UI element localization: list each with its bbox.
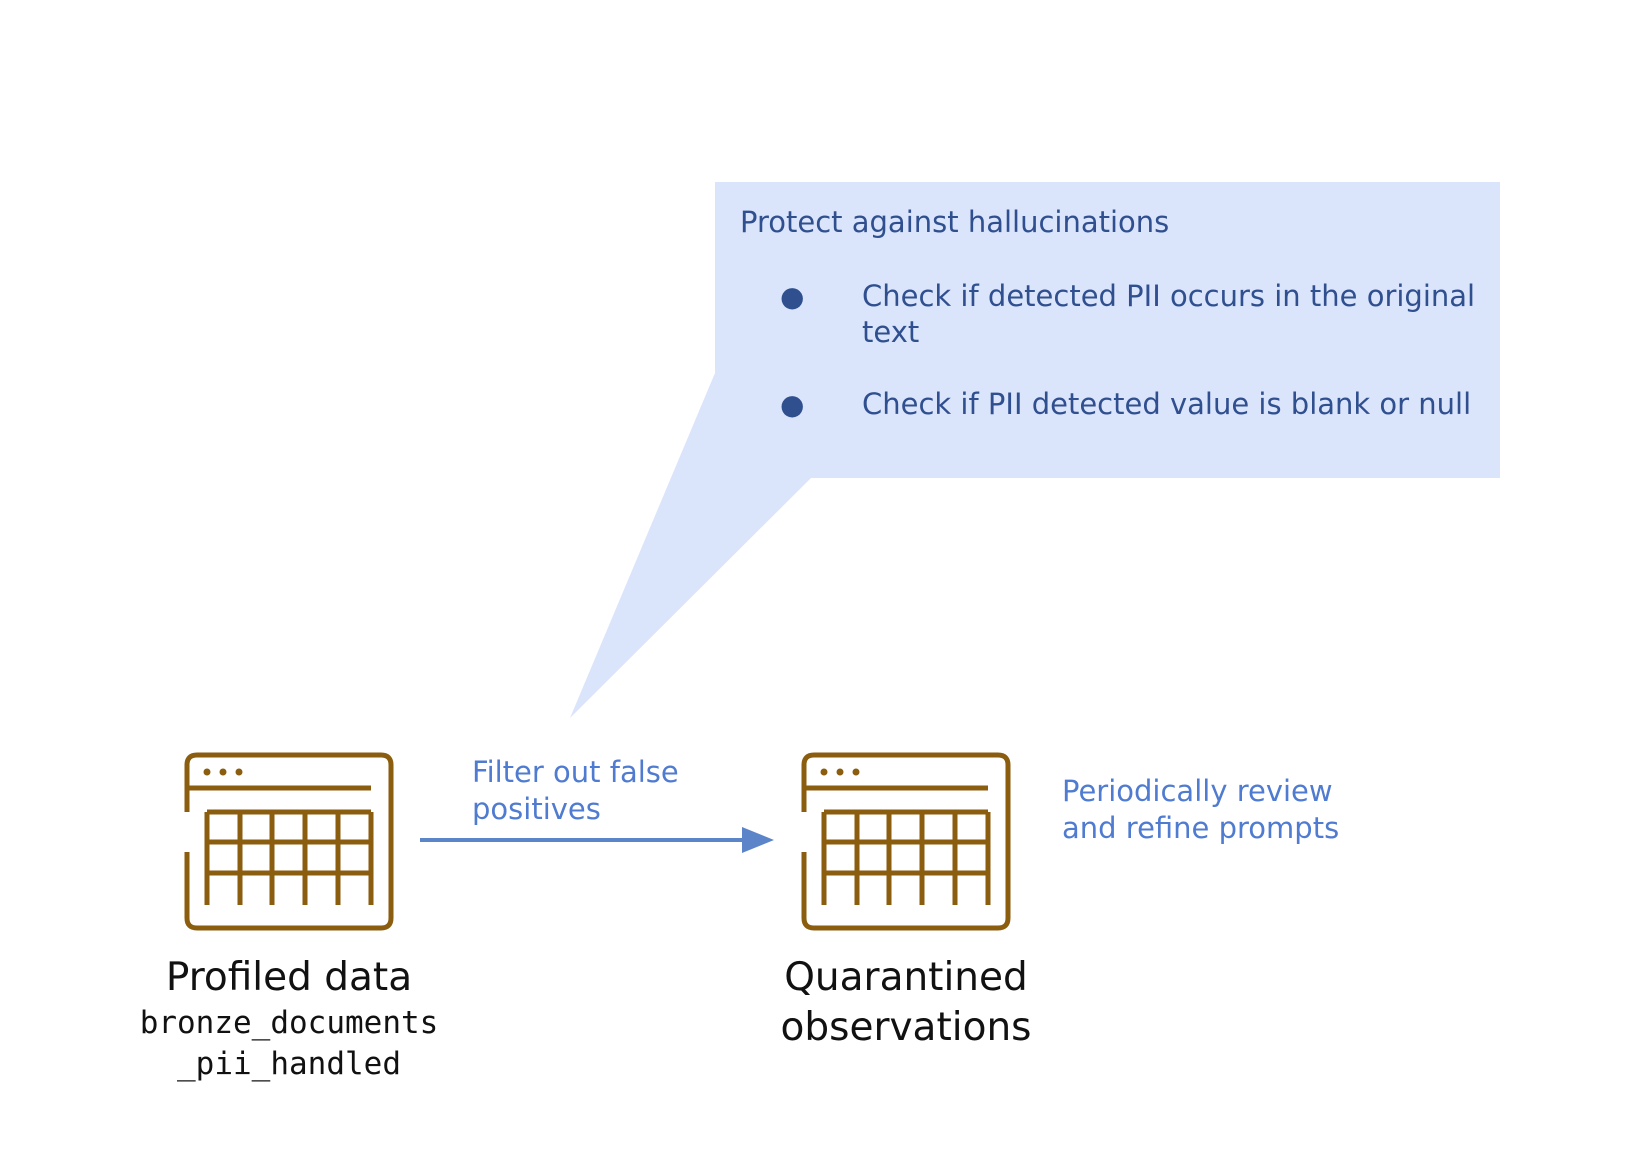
quarantined-observations-table-icon <box>801 752 1011 931</box>
bullet-icon: ● <box>780 388 805 421</box>
callout-bullet-2: Check if PII detected value is blank or … <box>862 387 1472 421</box>
profiled-data-table-icon <box>184 752 394 931</box>
callout-bullet-1: Check if detected PII occurs in the orig… <box>862 279 1476 349</box>
bullet-icon: ● <box>780 280 805 313</box>
profiled-table-name-line1: bronze_documents <box>139 1005 439 1041</box>
arrow-right-icon <box>420 827 774 853</box>
filter-label: Filter out false positives <box>472 755 679 826</box>
review-label: Periodically review and refine prompts <box>1062 774 1340 845</box>
quarantined-label-line1: Quarantined <box>784 955 1028 1000</box>
profiled-data-label: Profiled data <box>165 955 413 1000</box>
callout-bubble <box>570 182 1500 718</box>
quarantined-label-line2: observations <box>780 1005 1032 1050</box>
profiled-table-name-line2: _pii_handled <box>177 1046 401 1082</box>
callout-title: Protect against hallucinations <box>740 205 1170 239</box>
